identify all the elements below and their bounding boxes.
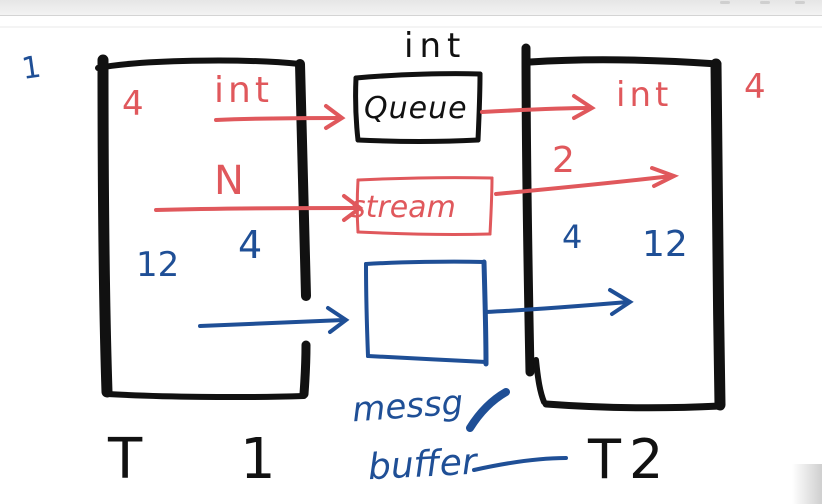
t2-queue-int-label: int: [616, 75, 672, 115]
arrow-t1-to-stream: [154, 194, 364, 222]
t2-buffer-value-b: 12: [642, 224, 688, 265]
arrow-stream-to-t2: [494, 166, 680, 196]
queue-box: [353, 71, 483, 144]
t2-queue-size: 4: [744, 67, 766, 107]
queue-label: Queue: [364, 91, 468, 126]
t1-stream-size: N: [214, 158, 244, 204]
t2-stream-size: 2: [552, 140, 575, 181]
message-buffer-box: [364, 259, 489, 367]
message-buffer-label-line1: messg: [351, 383, 465, 431]
thread1-box: [95, 54, 311, 401]
thread1-name: T 1: [107, 427, 316, 492]
page-number: 1: [19, 50, 43, 87]
t2-buffer-value-a: 4: [562, 218, 582, 256]
buffer-flourish-stroke: [466, 388, 510, 432]
arrow-buffer-to-t2: [484, 288, 634, 316]
t1-queue-size: 4: [122, 84, 144, 124]
arrow-t1-to-queue: [214, 104, 346, 130]
top-bar-dot: [720, 1, 730, 4]
thread2-box: [521, 43, 726, 412]
message-buffer-label-line2: buffer: [367, 441, 480, 488]
thread2-name: T2: [587, 428, 671, 491]
t1-buffer-value-a: 12: [136, 245, 179, 285]
stream-label: stream: [350, 190, 456, 225]
corner-shadow: [792, 464, 822, 504]
arrow-queue-to-t2: [480, 94, 596, 120]
t1-queue-int-label: int: [214, 70, 273, 111]
t1-buffer-value-b: 4: [238, 223, 262, 267]
arrow-t1-to-buffer: [198, 306, 350, 334]
queue-type-label: int: [404, 26, 466, 66]
top-bar-dot: [760, 1, 770, 4]
buffer-underline-stroke: [472, 456, 568, 472]
window-top-bar: [0, 0, 822, 16]
top-bar-dot: [795, 1, 805, 4]
